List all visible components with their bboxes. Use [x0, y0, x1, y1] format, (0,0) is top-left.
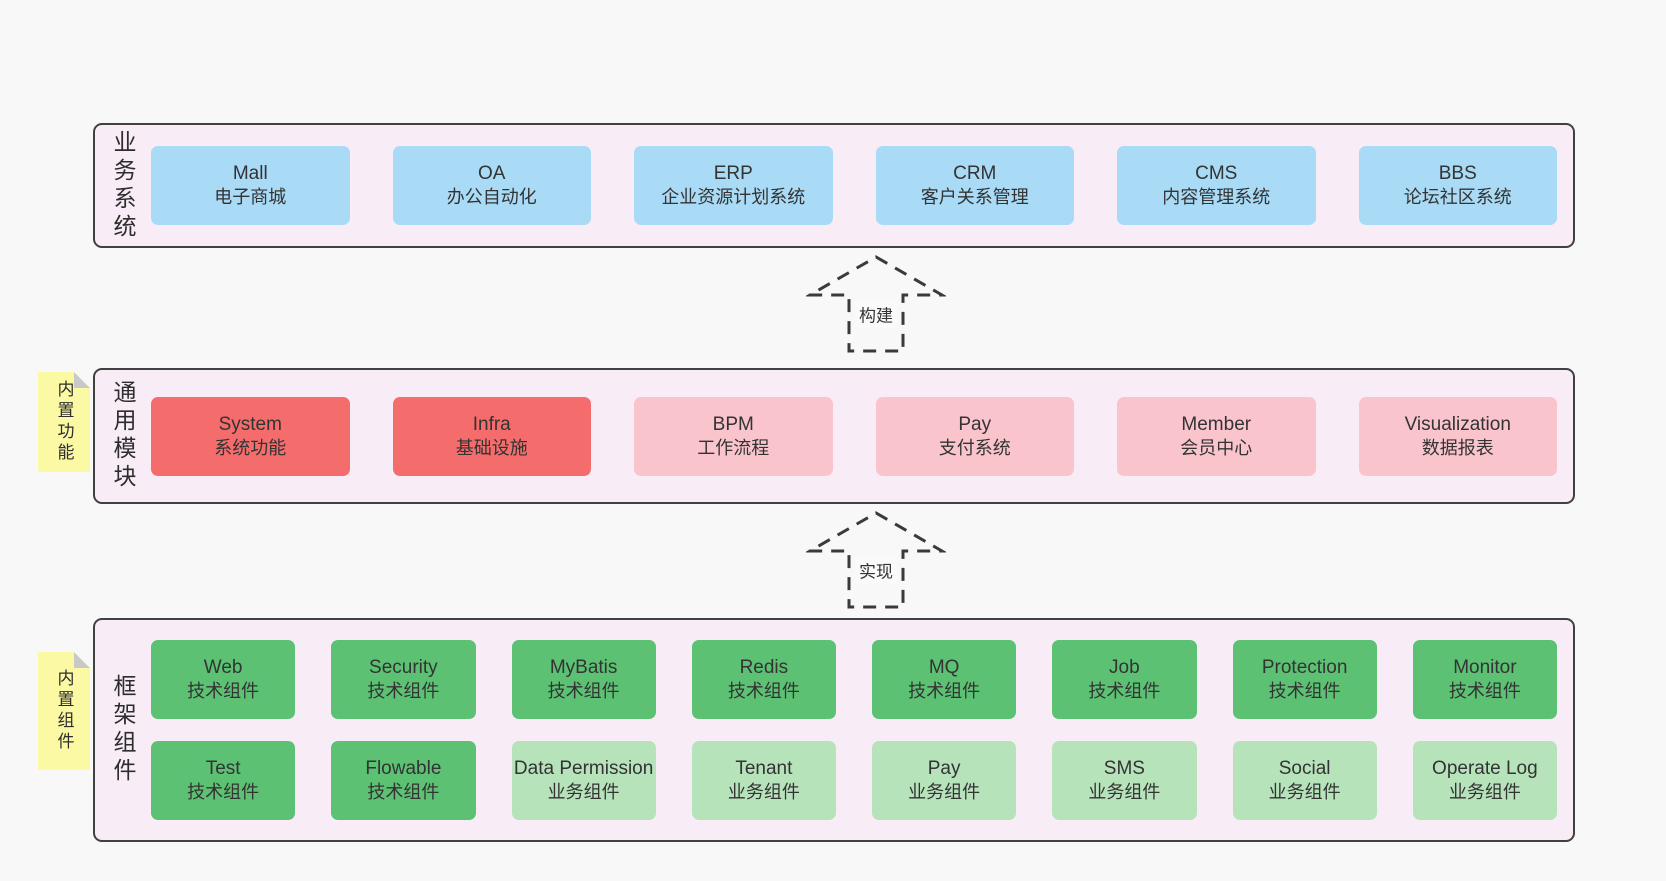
dashed-up-arrow-icon	[806, 511, 946, 609]
arrow-implement: 实现	[806, 510, 946, 610]
dashed-up-arrow-icon	[806, 255, 946, 353]
sticky-note-builtin-components: 内置组件	[38, 652, 90, 770]
folded-corner-icon	[74, 372, 90, 388]
box-job: Job 技术组件	[1052, 640, 1197, 719]
box-crm: CRM 客户关系管理	[875, 146, 1074, 225]
box-visualization: Visualization 数据报表	[1358, 396, 1557, 476]
box-bbs: BBS 论坛社区系统	[1358, 146, 1557, 225]
section-common-modules: 通用模块 System 系统功能 Infra 基础设施 BPM 工作流程 Pay…	[93, 368, 1575, 504]
box-pay-module: Pay 支付系统	[875, 396, 1074, 476]
business-box-grid: Mall 电子商城 OA 办公自动化 ERP 企业资源计划系统 CRM 客户关系…	[151, 146, 1557, 225]
section-framework-components: 框架组件 Web 技术组件 Security 技术组件 MyBatis 技术组件…	[93, 618, 1575, 842]
arrow-implement-label: 实现	[855, 556, 897, 584]
arrow-build: 构建	[806, 254, 946, 354]
section-business-systems: 业务系统 Mall 电子商城 OA 办公自动化 ERP 企业资源计划系统 CRM…	[93, 123, 1575, 248]
box-operate-log: Operate Log 业务组件	[1412, 741, 1557, 820]
box-sms: SMS 业务组件	[1052, 741, 1197, 820]
box-member: Member 会员中心	[1117, 396, 1316, 476]
box-mybatis: MyBatis 技术组件	[511, 640, 656, 719]
box-protection: Protection 技术组件	[1232, 640, 1377, 719]
box-security: Security 技术组件	[331, 640, 476, 719]
box-cms: CMS 内容管理系统	[1117, 146, 1316, 225]
box-redis: Redis 技术组件	[691, 640, 836, 719]
arrow-build-label: 构建	[855, 300, 897, 328]
section-label-business-systems: 业务系统	[110, 129, 136, 242]
box-tenant: Tenant 业务组件	[691, 741, 836, 820]
box-test: Test 技术组件	[151, 741, 296, 820]
box-mall: Mall 电子商城	[151, 146, 350, 225]
box-data-permission: Data Permission 业务组件	[511, 741, 656, 820]
section-label-common-modules: 通用模块	[110, 380, 136, 492]
box-web: Web 技术组件	[151, 640, 296, 719]
box-social: Social 业务组件	[1232, 741, 1377, 820]
box-mq: MQ 技术组件	[872, 640, 1017, 719]
box-monitor: Monitor 技术组件	[1412, 640, 1557, 719]
box-infra: Infra 基础设施	[392, 396, 591, 476]
folded-corner-icon	[74, 652, 90, 668]
box-bpm: BPM 工作流程	[634, 396, 833, 476]
section-label-framework-components: 框架组件	[110, 674, 136, 786]
box-flowable: Flowable 技术组件	[331, 741, 476, 820]
box-pay-component: Pay 业务组件	[872, 741, 1017, 820]
box-erp: ERP 企业资源计划系统	[634, 146, 833, 225]
sticky-note-builtin-features: 内置功能	[38, 372, 90, 472]
modules-box-grid: System 系统功能 Infra 基础设施 BPM 工作流程 Pay 支付系统…	[151, 396, 1557, 476]
components-box-grid: Web 技术组件 Security 技术组件 MyBatis 技术组件 Redi…	[151, 640, 1557, 820]
box-system: System 系统功能	[151, 396, 350, 476]
box-oa: OA 办公自动化	[392, 146, 591, 225]
